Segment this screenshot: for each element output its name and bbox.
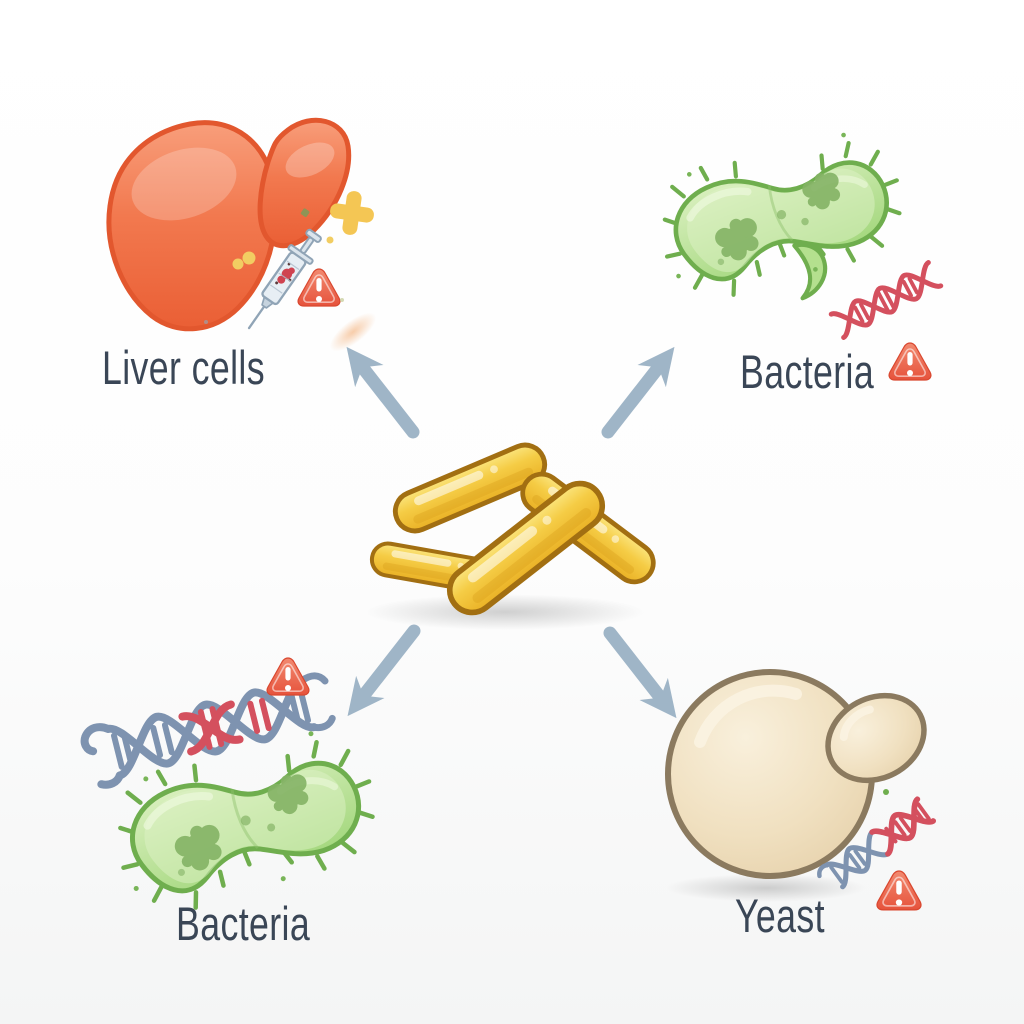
label-liver-cells: Liver cells bbox=[102, 341, 265, 394]
bacterium-icon-top-right bbox=[642, 104, 925, 339]
yellow-rod-capsules-icon bbox=[365, 439, 661, 630]
label-bacteria-top-right: Bacteria bbox=[740, 345, 875, 398]
syringe-icon bbox=[247, 228, 322, 330]
dna-icon-bottom-right bbox=[817, 796, 937, 890]
warning-triangle-icon-bottom-right bbox=[876, 870, 922, 911]
dna-icon-bottom-left bbox=[80, 672, 336, 789]
dna-icon-top-right bbox=[828, 260, 944, 340]
green-speck bbox=[883, 789, 889, 795]
plus-icon bbox=[330, 191, 374, 235]
warning-triangle-icon-bottom-left bbox=[266, 657, 310, 696]
arrow-to-bottom-right bbox=[596, 622, 691, 729]
yeast-cell-icon bbox=[665, 669, 927, 902]
arrow-to-top-left bbox=[324, 312, 427, 443]
arrow-to-top-right bbox=[594, 336, 689, 443]
warning-triangle-icon-top-left bbox=[297, 268, 341, 307]
liver-icon bbox=[106, 117, 352, 332]
label-bacteria-bottom-left: Bacteria bbox=[176, 897, 311, 950]
orange-smudge bbox=[329, 312, 377, 352]
arrow-to-bottom-left bbox=[333, 620, 428, 727]
warning-triangle-icon-top-right bbox=[888, 342, 932, 381]
decorative-dots-top-left bbox=[204, 208, 344, 324]
label-yeast: Yeast bbox=[735, 889, 825, 942]
